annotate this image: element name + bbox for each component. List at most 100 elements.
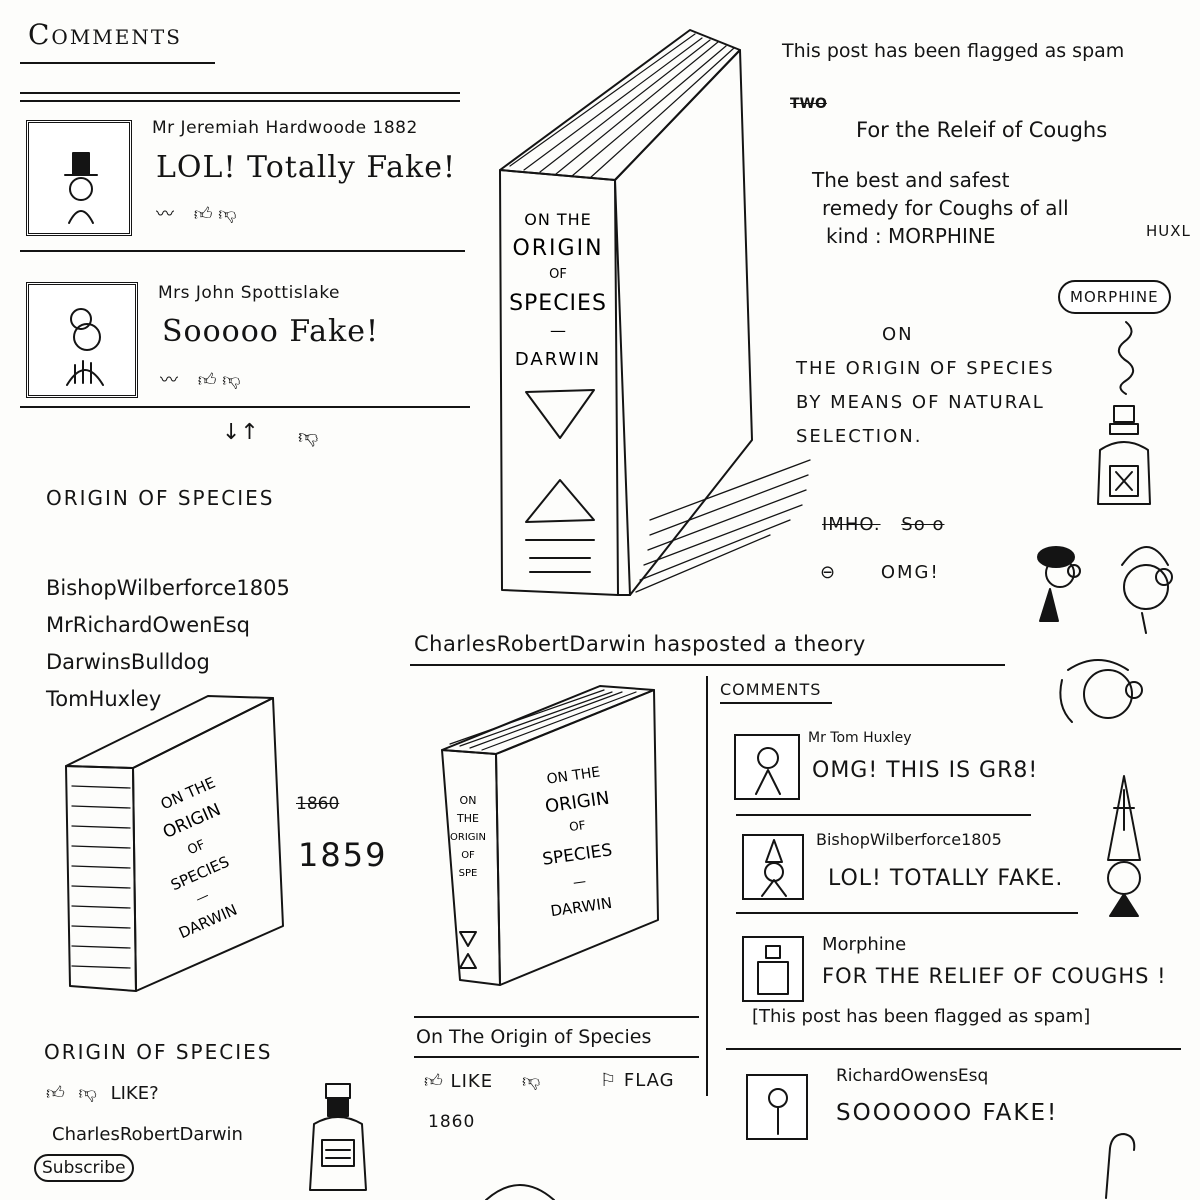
- section-title: ORIGIN OF SPECIES: [46, 486, 275, 510]
- spine-line: SPE: [459, 868, 478, 879]
- avatar[interactable]: [26, 282, 138, 398]
- spine-line: —: [550, 321, 566, 340]
- comment-author[interactable]: RichardOwensEsq: [836, 1066, 989, 1086]
- comment-author[interactable]: Mrs John Spottislake: [158, 283, 341, 303]
- book-title-line: BY MEANS OF NATURAL: [796, 392, 1045, 413]
- like-button[interactable]: 👍︎ LIKE: [424, 1070, 493, 1092]
- struck-text: IMHO.: [822, 514, 881, 535]
- thumbs-down-icon[interactable]: 👎︎: [218, 204, 237, 225]
- dislike-button[interactable]: 👎︎: [522, 1070, 540, 1092]
- year-struck: 1860: [296, 794, 340, 814]
- spine-line: OF: [461, 850, 475, 861]
- comment-actions: 〰 👍︎ 👎︎: [160, 366, 241, 392]
- book-cover-line: ORIGIN: [544, 788, 611, 818]
- top-hat-gentleman-portrait: [64, 152, 98, 224]
- comment-text: FOR THE RELIEF OF COUGHS !: [822, 964, 1167, 988]
- spine-line: ORIGIN: [512, 236, 603, 261]
- sort-control[interactable]: ↓↑: [222, 420, 259, 445]
- post-headline[interactable]: CharlesRobertDarwin hasposted a theory: [414, 632, 866, 656]
- comment-text: LOL! Totally Fake!: [156, 150, 457, 185]
- avatar[interactable]: [742, 834, 804, 900]
- year: 1859: [298, 836, 388, 874]
- spam-note: [This post has been flagged as spam]: [752, 1006, 1091, 1027]
- book-cover-line: OF: [568, 818, 586, 834]
- comments-heading: Comments: [28, 18, 182, 51]
- thumbs-up-icon[interactable]: 👍︎: [46, 1083, 65, 1104]
- spine-line: DARWIN: [515, 349, 601, 370]
- morphine-bottle-icon: [309, 1083, 367, 1191]
- divider: [410, 664, 1005, 666]
- book-caption: On The Origin of Species: [416, 1026, 652, 1048]
- book-cover-line: DARWIN: [176, 901, 240, 943]
- book-cover-line: ON THE: [546, 764, 602, 787]
- comment-author[interactable]: Morphine: [822, 934, 907, 955]
- spine-line: THE: [456, 812, 479, 825]
- ad-line: kind : MORPHINE: [826, 224, 996, 248]
- like-row: 👍︎ 👎︎ LIKE?: [46, 1082, 159, 1104]
- avatar[interactable]: [26, 120, 132, 236]
- comment-author[interactable]: BishopWilberforce1805: [816, 830, 1002, 849]
- spine-line: OF: [549, 267, 567, 282]
- origin-of-species-book-illustration[interactable]: ON THE ORIGIN OF SPECIES — DARWIN: [490, 20, 830, 610]
- morphine-bottle-icon: [1097, 405, 1151, 505]
- divider: [414, 1016, 699, 1018]
- speech-bubble: MORPHINE: [1058, 280, 1171, 314]
- character-head-partial: [485, 1184, 555, 1200]
- smoke-icon: [1117, 321, 1135, 395]
- cane-icon: [1105, 1133, 1136, 1199]
- origin-of-species-book-illustration[interactable]: ON THE ORIGIN OF SPECIES — DARWIN: [58, 686, 288, 1006]
- comment-text: LOL! TOTALLY FAKE.: [828, 866, 1064, 891]
- thumbs-up-icon[interactable]: 👍︎: [197, 370, 217, 391]
- spine-line: ORIGIN: [450, 832, 486, 843]
- book-cover-line: SPECIES: [541, 840, 613, 870]
- bishop-portrait: [761, 839, 787, 897]
- book-cover-line: DARWIN: [549, 894, 613, 920]
- ad-body: The best and safest remedy for Coughs of…: [812, 166, 1069, 250]
- book-title-line: ON: [882, 324, 914, 345]
- struck-word: TWO: [790, 96, 827, 112]
- subscribe-button[interactable]: Subscribe: [34, 1154, 134, 1182]
- bottle-portrait: [757, 945, 789, 995]
- user-link[interactable]: MrRichardOwenEsq: [46, 613, 250, 637]
- like-prompt[interactable]: LIKE?: [110, 1083, 159, 1104]
- heading-underline: [20, 62, 215, 64]
- thumbs-down-icon[interactable]: 👎︎: [222, 370, 241, 391]
- user-link[interactable]: BishopWilberforce1805: [46, 576, 290, 600]
- avatar[interactable]: [746, 1074, 808, 1140]
- divider: [726, 1048, 1181, 1050]
- flag-icon: ⚐: [600, 1070, 618, 1091]
- cut-off-name: HUXL: [1146, 222, 1191, 240]
- flag-label: FLAG: [623, 1070, 675, 1091]
- user-link[interactable]: TomHuxley: [46, 687, 162, 711]
- thumbs-down-icon[interactable]: 👎︎: [78, 1083, 97, 1104]
- ad-line: remedy for Coughs of all: [822, 196, 1069, 220]
- avatar[interactable]: [734, 734, 800, 800]
- ad-title[interactable]: For the Releif of Coughs: [856, 118, 1108, 142]
- comment-author[interactable]: Mr Tom Huxley: [808, 730, 912, 746]
- user-link[interactable]: DarwinsBulldog: [46, 650, 210, 674]
- author-link[interactable]: CharlesRobertDarwin: [52, 1124, 243, 1145]
- ad-line: The best and safest: [812, 168, 1010, 192]
- product-title: ORIGIN OF SPECIES: [44, 1040, 273, 1064]
- spam-notice: This post has been flagged as spam: [782, 40, 1125, 62]
- comment-author[interactable]: Mr Jeremiah Hardwoode 1882: [152, 118, 418, 138]
- book-cover-line: SPECIES: [168, 853, 232, 895]
- comment-text: OMG! THIS IS GR8!: [812, 758, 1039, 783]
- book-cover-line: —: [572, 874, 587, 891]
- chat-line: ⊖ OMG!: [820, 562, 940, 583]
- thumbs-down-icon[interactable]: 👎︎: [298, 424, 319, 448]
- thumbs-up-icon[interactable]: 👍︎: [193, 204, 213, 225]
- origin-of-species-book-illustration[interactable]: ON THE ORIGIN OF SPE ON THE ORIGIN OF SP…: [440, 680, 670, 1000]
- chat-line: IMHO. So o: [822, 514, 944, 535]
- huxley-portrait: [755, 747, 781, 795]
- character-head-illustration: [1059, 659, 1143, 723]
- comments-subheading: COMMENTS: [720, 680, 822, 699]
- lady-portrait: [66, 308, 104, 386]
- divider: [20, 250, 465, 252]
- more-icon[interactable]: 〰: [156, 204, 174, 225]
- divider: [414, 1056, 699, 1058]
- more-icon[interactable]: 〰: [160, 370, 178, 391]
- flag-button[interactable]: ⚐ FLAG: [600, 1070, 675, 1091]
- chat-omg: OMG!: [880, 562, 940, 583]
- avatar[interactable]: [742, 936, 804, 1002]
